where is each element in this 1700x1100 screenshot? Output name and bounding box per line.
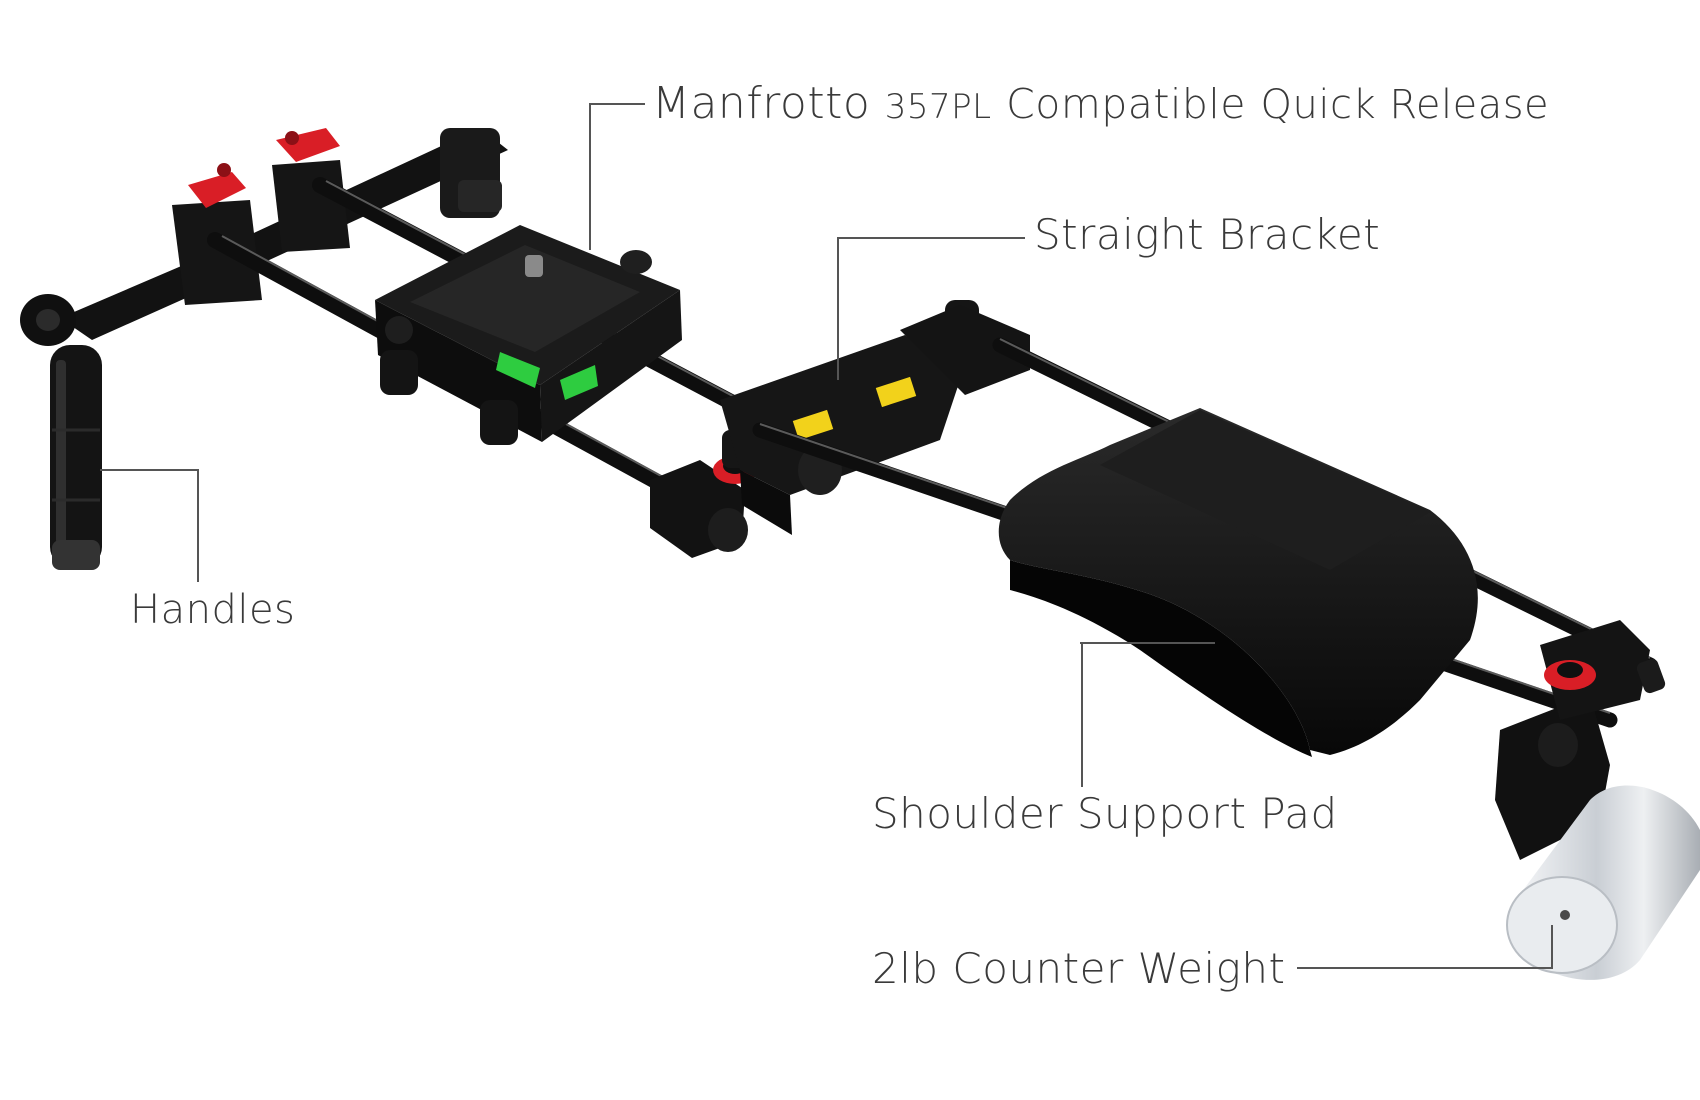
counter-weight-label: 2lb Counter Weight xyxy=(872,944,1286,993)
quick-release-label-brand: Manfrotto xyxy=(652,78,871,129)
front-handle-bar xyxy=(20,128,508,346)
leader-straight-bracket xyxy=(837,237,1025,380)
leader-shoulder-pad xyxy=(1080,642,1083,787)
front-locking-knobs xyxy=(188,128,340,208)
quick-release-label-compatible: Compatible xyxy=(1006,80,1247,128)
leader-handles xyxy=(100,469,199,582)
straight-bracket-label: Straight Bracket xyxy=(1034,210,1381,259)
leader-quick-release xyxy=(589,103,645,250)
hand-grip xyxy=(50,345,102,570)
straight-bracket xyxy=(720,300,1030,535)
shoulder-support-pad xyxy=(998,408,1478,757)
handles-label: Handles xyxy=(130,587,296,633)
shoulder-pad-label: Shoulder Support Pad xyxy=(872,789,1338,838)
quick-release-label: Manfrotto 357PL Compatible Quick Release xyxy=(652,82,1549,126)
counter-weight xyxy=(1506,785,1700,980)
quick-release-plate xyxy=(375,225,682,445)
quick-release-label-type: Quick Release xyxy=(1260,82,1550,128)
leader-counter-weight xyxy=(1297,925,1553,969)
quick-release-label-model: 357PL xyxy=(884,87,992,127)
